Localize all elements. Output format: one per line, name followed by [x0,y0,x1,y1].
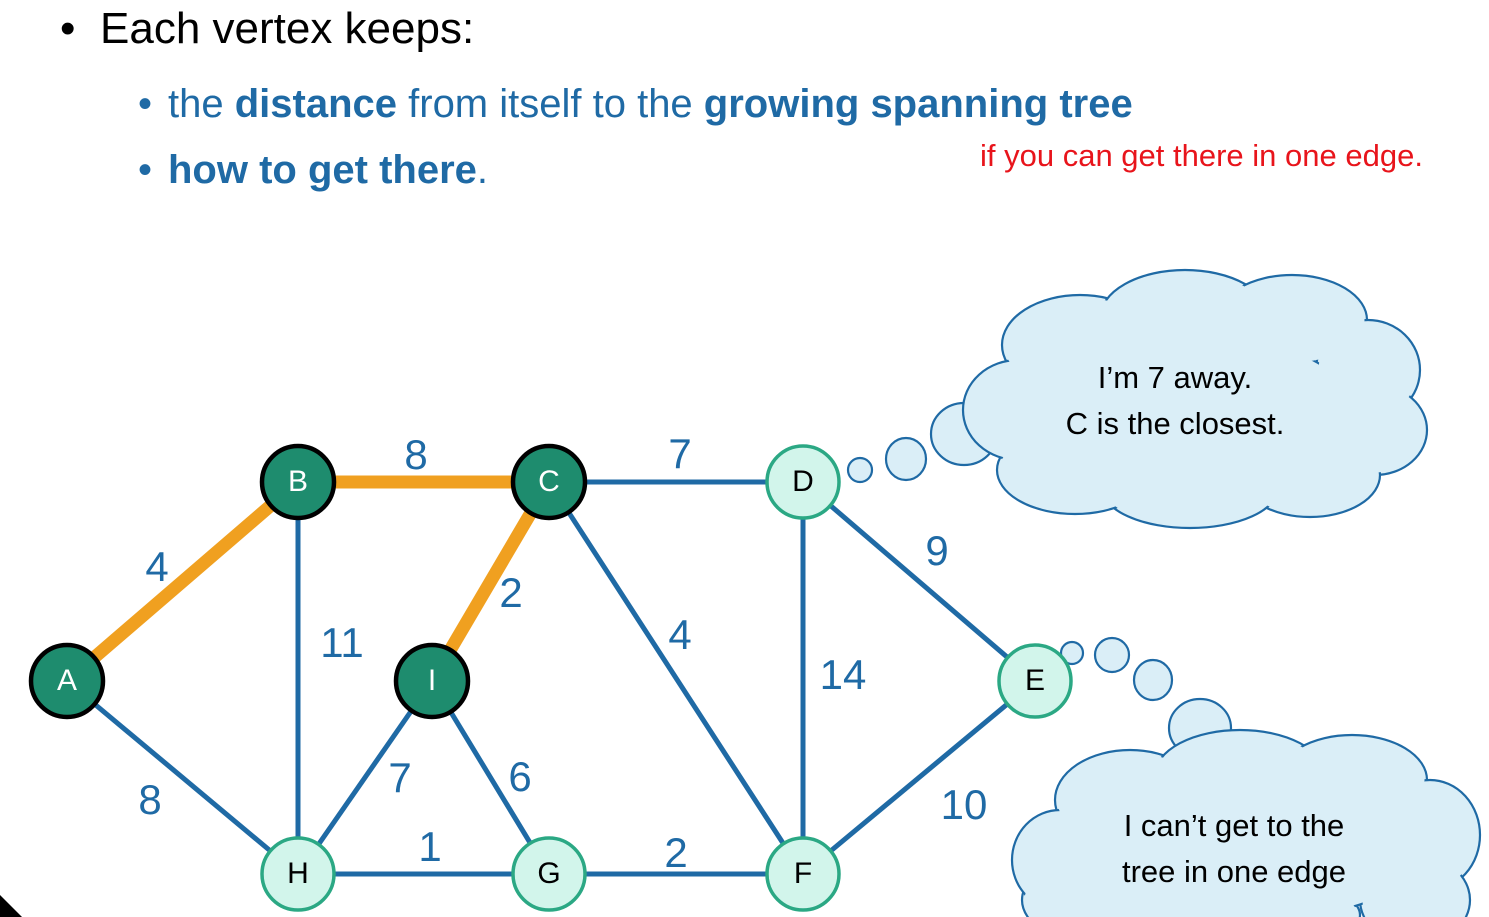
bullet-dot: • [138,82,153,126]
node-label-c: C [538,465,560,498]
bullet-main: • Each vertex keeps: [60,4,474,54]
thought-d-line1: I’m 7 away. [1098,360,1252,395]
edge-weight-c-f: 4 [668,611,691,658]
edge-a-h [65,679,300,876]
node-label-b: B [288,465,308,498]
text-from-itself: from itself to the [397,82,704,126]
edge-c-f [546,480,806,876]
bullet-dot: • [60,4,76,53]
thought-cloud-d [961,268,1429,530]
node-d [765,444,841,520]
edge-d-e [801,480,1037,683]
thought-e-line2: tree in one edge [1122,854,1346,889]
node-label-f: F [794,857,812,890]
node-label-h: H [287,857,309,890]
edge-h-i [295,679,435,876]
node-g [511,836,587,912]
edge-weight-d-e: 9 [925,527,948,574]
note-one-edge: if you can get there in one edge. [980,138,1423,173]
text-how-to-get-there: how to get there [168,148,477,192]
thought-bubble-e-medium2 [1132,658,1174,702]
edge-weight-h-i: 7 [388,754,411,801]
text-period: . [476,148,489,192]
edge-a-b [62,477,303,686]
edge-weight-i-g: 6 [508,753,531,800]
thought-bubble-e-medium [1093,636,1131,674]
node-c [510,443,588,521]
bullet-main-text: Each vertex keeps: [100,4,475,53]
edge-weight-e-f: 10 [941,781,988,828]
node-e [997,643,1073,719]
edge-weight-c-d: 7 [668,430,691,477]
edge-weight-g-f: 2 [664,829,687,876]
edge-weight-b-h: 11 [320,619,364,666]
node-label-i: I [428,664,436,697]
edge-c-i [426,478,555,685]
bullet-dot: • [138,148,153,192]
edge-weight-c-i: 2 [499,569,522,616]
thought-d-line2: C is the closest. [1066,406,1285,441]
node-label-g: G [537,857,560,890]
node-label-d: D [792,465,814,498]
node-a [28,642,106,720]
edge-weight-a-h: 8 [138,776,161,823]
thought-cloud-e [1010,728,1482,917]
bullet-sub-distance: • the distance from itself to the growing… [138,82,1133,127]
text-the: the [168,82,235,126]
edge-e-f [801,679,1037,876]
edge-weight-b-c: 8 [404,431,427,478]
thought-bubble-d-small [846,456,874,484]
corner-triangle [0,895,22,917]
node-f [765,836,841,912]
edge-weight-d-f: 14 [820,651,867,698]
thought-e-line1: I can’t get to the [1124,808,1345,843]
node-i [393,642,471,720]
node-h [260,836,336,912]
node-b [259,443,337,521]
text-distance: distance [234,82,398,126]
bullet-sub-how: • how to get there. [138,148,488,193]
node-label-a: A [57,664,77,697]
node-label-e: E [1025,664,1045,697]
edge-weight-h-g: 1 [418,823,441,870]
thought-bubble-d-medium [884,436,928,482]
text-growing-spanning-tree: growing spanning tree [703,82,1133,126]
thought-bubble-e-small [1059,640,1085,666]
edge-weight-a-b: 4 [145,543,168,590]
